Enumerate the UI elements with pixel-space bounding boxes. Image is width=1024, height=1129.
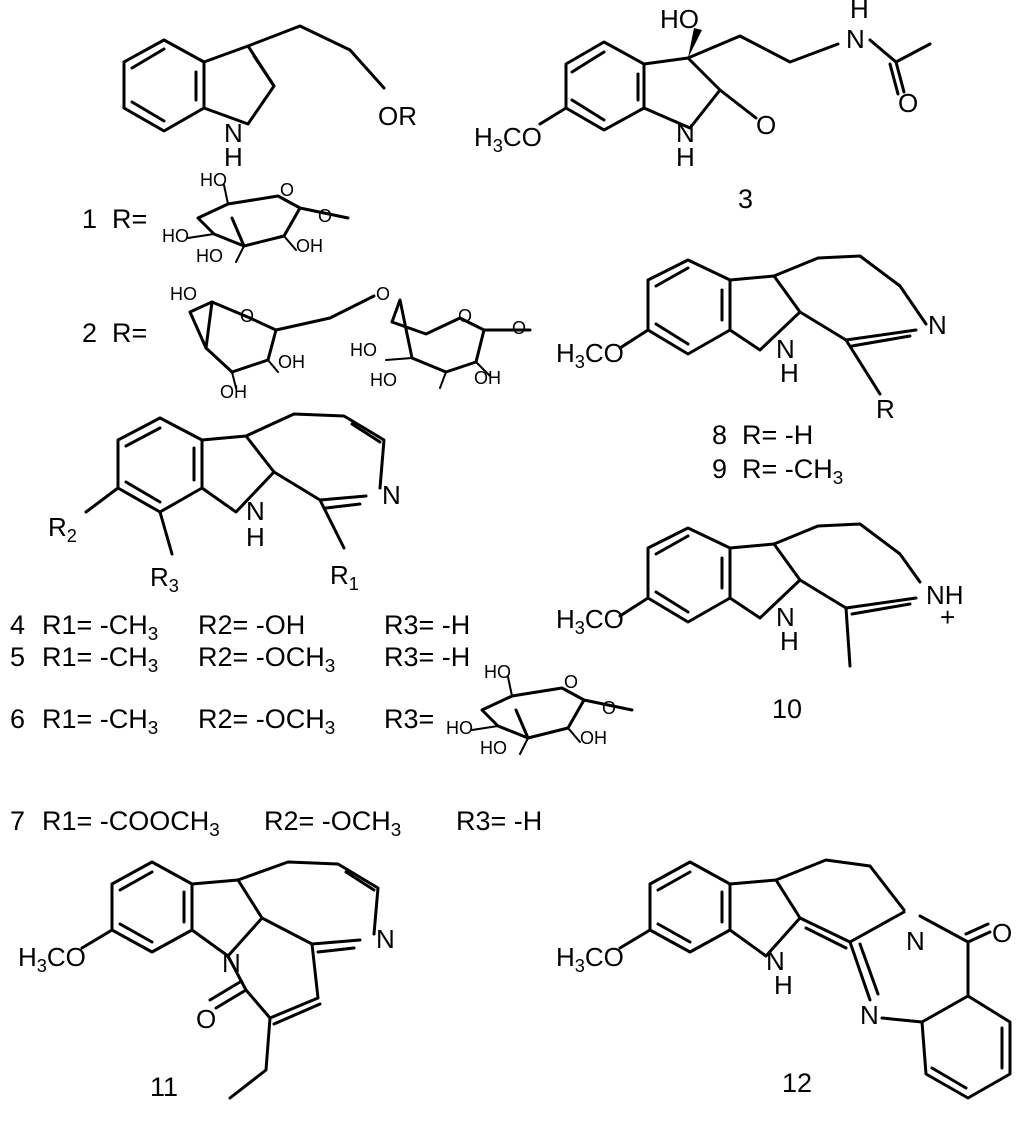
glucose-1-OH: OH <box>296 236 323 256</box>
compound-3-N-amide: N <box>846 24 865 54</box>
disaccharide-2 <box>188 294 532 389</box>
glucose-1 <box>187 184 350 263</box>
compound-10-NH: NH <box>926 580 964 610</box>
compound-5-r2: R2= -OCH3 <box>198 642 335 677</box>
disaccharide-ring-O-2: O <box>458 306 472 326</box>
atom-N-1: N <box>224 118 243 148</box>
glucose-1-HO-top: HO <box>200 170 227 190</box>
compound-10-N-indole: N <box>776 602 795 632</box>
compound-11-N: N <box>376 924 395 954</box>
compound-11 <box>80 860 380 1100</box>
compound-8-R: R <box>876 394 895 424</box>
atom-H-1: H <box>224 142 243 172</box>
compound-4-r2: R2= -OH <box>198 610 305 640</box>
compound-3-NH: H <box>676 142 695 172</box>
glucose-6-HO-left: HO <box>446 718 473 738</box>
compound-11-O: O <box>196 1004 216 1034</box>
compound-1-2-core <box>122 24 386 133</box>
compound-2-label: 2 <box>82 318 97 348</box>
compound-10-label: 10 <box>772 694 802 724</box>
compound-8-N: N <box>928 310 947 340</box>
glucose-1-HO-bottom: HO <box>196 246 223 266</box>
glucose-6-HO-top: HO <box>484 662 511 682</box>
compound-4-N: N <box>382 480 401 510</box>
compound-3-label: 3 <box>738 184 753 214</box>
compound-4-7-core <box>84 412 386 556</box>
glucose-6-HO-bottom: HO <box>480 738 507 758</box>
disaccharide-HO-1: HO <box>170 284 197 304</box>
compound-4-N-indole: N <box>246 496 265 526</box>
compound-7-r2: R2= -OCH3 <box>264 806 401 841</box>
compound-12-N-imine: N <box>860 1000 879 1030</box>
disaccharide-OH-1: OH <box>220 382 247 402</box>
compound-5-r1: R1= -CH3 <box>42 642 158 677</box>
compound-4-r1: R1= -CH3 <box>42 610 158 645</box>
compound-11-H3CO: H3CO <box>18 942 86 976</box>
compound-5-r3: R3= -H <box>384 642 470 672</box>
compound-4-R3: R3 <box>150 562 179 596</box>
atom-OR-1: OR <box>378 101 417 131</box>
compound-6-label: 6 <box>10 704 25 734</box>
disaccharide-OH-3: OH <box>474 368 501 388</box>
compound-4-label: 4 <box>10 610 25 640</box>
disaccharide-ring-O-1: O <box>240 306 254 326</box>
glucose-1-ring-O: O <box>280 180 294 200</box>
glucose-1-anomeric-O: O <box>318 206 332 226</box>
glucose-1-HO-left: HO <box>162 226 189 246</box>
compound-11-label: 11 <box>150 1072 178 1102</box>
compound-6-r3: R3= <box>384 704 434 734</box>
compound-12 <box>618 858 1012 1100</box>
compound-8-9 <box>618 254 928 396</box>
compound-6-r2: R2= -OCH3 <box>198 704 335 739</box>
compound-8-r: R= -H <box>742 420 813 450</box>
compound-12-N-indole: N <box>766 946 785 976</box>
compound-1-r: R= <box>112 204 147 234</box>
compound-5-label: 5 <box>10 642 25 672</box>
compound-3 <box>538 28 932 132</box>
compound-7-r3: R3= -H <box>456 806 542 836</box>
compound-8-H: H <box>780 358 799 388</box>
glucose-6-ring-O: O <box>564 672 578 692</box>
disaccharide-OH-2: OH <box>278 352 305 372</box>
disaccharide-bridge-O: O <box>376 284 390 304</box>
compound-12-H3CO: H3CO <box>556 942 624 976</box>
compound-9-label: 9 <box>712 454 727 484</box>
compound-4-r3: R3= -H <box>384 610 470 640</box>
glucose-6-OH: OH <box>580 728 607 748</box>
compound-8-N-indole: N <box>776 334 795 364</box>
compound-3-HO: HO <box>660 4 699 34</box>
compound-3-N: N <box>676 118 695 148</box>
compound-6-r1: R1= -CH3 <box>42 704 158 739</box>
compound-3-O-lactam: O <box>756 110 776 140</box>
disaccharide-HO-2: HO <box>350 340 377 360</box>
compound-10-H: H <box>780 626 799 656</box>
compound-4-H: H <box>246 522 265 552</box>
compound-12-label: 12 <box>782 1068 812 1098</box>
compound-4-R2: R2 <box>48 512 77 546</box>
compound-4-R1: R1 <box>330 560 359 594</box>
compound-7-r1: R1= -COOCH3 <box>42 806 220 841</box>
compound-3-H: H <box>850 0 869 24</box>
compound-12-N-ring: N <box>906 926 925 956</box>
compound-12-H: H <box>774 970 793 1000</box>
compound-10-plus: + <box>940 602 955 632</box>
compound-10-H3CO: H3CO <box>556 604 624 638</box>
compound-1-label: 1 <box>82 204 97 234</box>
compound-8-label: 8 <box>712 420 727 450</box>
glucose-6-anomeric-O: O <box>602 698 616 718</box>
compound-10 <box>618 522 922 668</box>
glucose-6 <box>471 676 634 755</box>
compound-8-H3CO: H3CO <box>556 338 624 372</box>
compound-3-H3CO: H3CO <box>474 122 542 156</box>
compound-12-O: O <box>992 918 1012 948</box>
disaccharide-anomeric-O: O <box>512 318 526 338</box>
disaccharide-HO-3: HO <box>370 370 397 390</box>
compound-2-r: R= <box>112 318 147 348</box>
compound-11-N-ring: N <box>222 948 241 978</box>
compound-7-label: 7 <box>10 806 25 836</box>
compound-9-r: R= -CH3 <box>742 454 843 489</box>
compound-3-O-amide: O <box>898 88 918 118</box>
